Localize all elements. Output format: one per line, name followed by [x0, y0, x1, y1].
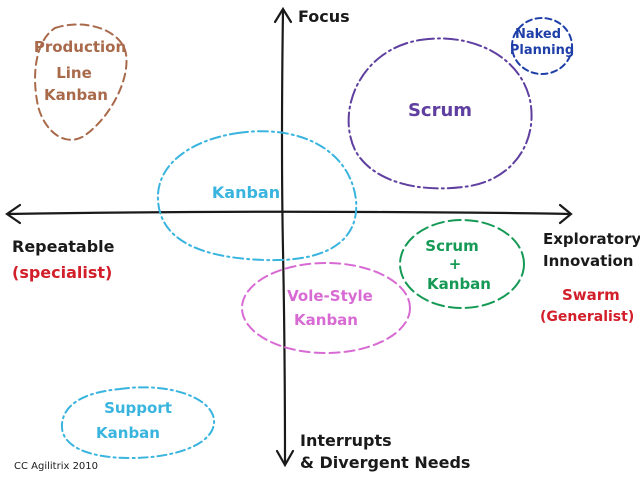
bottom-arrowhead [275, 449, 295, 468]
support-kanban-label-2: Kanban [96, 424, 160, 442]
vole-style-kanban-outline [241, 262, 411, 354]
kanban-outline [156, 130, 358, 262]
left-axis-label-1: Repeatable [12, 237, 115, 256]
scrum-kanban-label-2: + [449, 255, 462, 273]
bottom-axis-label-2: & Divergent Needs [300, 453, 470, 472]
scrum-kanban-label-3: Kanban [427, 275, 491, 293]
support-kanban-label-1: Support [104, 399, 172, 417]
top-arrowhead [273, 6, 293, 24]
right-axis-label-1: Exploratory [543, 230, 640, 248]
naked-planning-label-1: Naked [515, 27, 561, 42]
scrum-outline [347, 37, 533, 190]
top-axis-label: Focus [298, 7, 350, 26]
right-axis-label-2: Innovation [543, 252, 633, 270]
left-arrowhead [5, 203, 22, 225]
kanban-label: Kanban [212, 183, 280, 202]
production-label-2: Line [56, 64, 92, 82]
naked-planning-label-2: Planning [510, 43, 574, 58]
right-axis-label-3: Swarm [562, 286, 620, 304]
right-arrowhead [558, 203, 573, 225]
vole-style-label-1: Vole-Style [287, 287, 373, 305]
left-axis-label-2: (specialist) [12, 263, 112, 282]
bottom-axis-label-1: Interrupts [300, 431, 392, 450]
axes [5, 6, 573, 468]
scrum-kanban-outline [399, 219, 525, 309]
production-label-3: Kanban [44, 86, 108, 104]
right-axis-label-4: (Generalist) [540, 309, 634, 325]
scrum-kanban-label-1: Scrum [425, 237, 478, 255]
horizontal-axis [6, 210, 572, 216]
support-kanban-outline [60, 386, 216, 460]
naked-planning-outline [511, 17, 573, 75]
vole-style-label-2: Kanban [294, 311, 358, 329]
scrum-label: Scrum [408, 100, 472, 121]
vertical-axis [280, 8, 287, 466]
copyright-credit: CC Agilitrix 2010 [14, 461, 98, 472]
production-label-1: Production [34, 38, 126, 56]
